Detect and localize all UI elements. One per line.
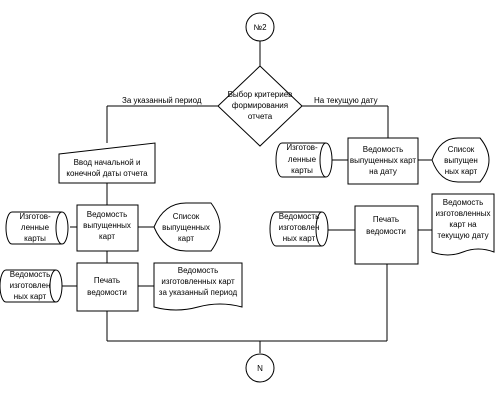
branch-label-current-date: На текущую дату bbox=[314, 96, 378, 105]
right-store-made-cards: Изготов- ленные карты bbox=[275, 142, 333, 178]
left-store1-line-3: карты bbox=[24, 234, 46, 243]
decision-line-1: Выбор критериев bbox=[228, 90, 293, 99]
right-document-line-3: карт на bbox=[449, 220, 477, 229]
right-document-statement-current: Ведомость изготовленных карт на текущую … bbox=[431, 193, 495, 256]
left-process-issued-cards: Ведомость выпущенных карт bbox=[76, 204, 139, 252]
left-store1-line-2: ленные bbox=[21, 223, 50, 232]
left-document-line-2: изготовленных карт bbox=[161, 277, 235, 286]
left-store1-line-1: Изготов- bbox=[19, 212, 51, 221]
left-store2-line-2: выпущенных bbox=[162, 223, 210, 232]
left-document-line-3: за указанный период bbox=[159, 288, 238, 297]
right-process1-line-3: на дату bbox=[369, 167, 397, 176]
left-document-statement-period: Ведомость изготовленных карт за указанны… bbox=[153, 262, 243, 311]
right-display-issued-list: Список выпущен ных карт bbox=[431, 137, 490, 183]
connector-bottom: N bbox=[245, 353, 275, 383]
connector-top-label: №2 bbox=[253, 23, 267, 32]
manual-input-dates: Ввод начальной и конечной даты отчета bbox=[58, 142, 156, 184]
left-store2-line-3: карт bbox=[178, 234, 194, 243]
right-document-line-4: текущую дату bbox=[437, 231, 488, 240]
right-store1-line-3: карты bbox=[291, 166, 313, 175]
decision-line-3: отчета bbox=[248, 112, 273, 121]
flow-lines bbox=[62, 41, 432, 353]
right-process1-line-1: Ведомость bbox=[363, 145, 404, 154]
right-process-print: Печать ведомости bbox=[354, 205, 419, 265]
left-store3-line-1: Ведомость bbox=[10, 270, 51, 279]
connector-bottom-label: N bbox=[257, 364, 263, 373]
left-process2-line-1: Печать bbox=[94, 276, 120, 285]
left-store3-line-2: изготовлен bbox=[10, 281, 51, 290]
right-document-line-2: изготовленных bbox=[436, 209, 491, 218]
left-process1-line-3: карт bbox=[99, 232, 115, 241]
right-store3-line-3: ных карт bbox=[283, 234, 316, 243]
right-process2-line-1: Печать bbox=[373, 215, 399, 224]
left-process-print: Печать ведомости bbox=[76, 262, 139, 312]
left-process2-line-2: ведомости bbox=[87, 288, 127, 297]
left-store-made-cards: Изготов- ленные карты bbox=[5, 211, 69, 245]
left-store2-line-1: Список bbox=[173, 212, 200, 221]
decision-line-2: формирования bbox=[232, 101, 288, 110]
right-process1-line-2: выпущенных карт bbox=[350, 156, 416, 165]
right-store-statement: Ведомость изготовлен ных карт bbox=[269, 211, 329, 247]
left-process1-line-1: Ведомость bbox=[87, 210, 128, 219]
left-store3-line-3: ных карт bbox=[14, 292, 47, 301]
right-store1-line-2: ленные bbox=[288, 155, 317, 164]
right-store2-line-3: ных карт bbox=[445, 167, 478, 176]
manual-input-line-2: конечной даты отчета bbox=[66, 169, 148, 178]
right-store2-line-2: выпущен bbox=[444, 156, 478, 165]
right-process-issued-cards: Ведомость выпущенных карт на дату bbox=[347, 137, 419, 185]
connector-top: №2 bbox=[245, 12, 275, 42]
manual-input-line-1: Ввод начальной и bbox=[74, 158, 141, 167]
left-process1-line-2: выпущенных bbox=[83, 221, 131, 230]
right-process2-line-2: ведомости bbox=[366, 227, 406, 236]
left-display-issued-list: Список выпущенных карт bbox=[153, 202, 221, 252]
branch-label-period: За указанный период bbox=[122, 96, 202, 105]
right-store2-line-1: Список bbox=[448, 145, 475, 154]
decision-criteria: Выбор критериев формирования отчета bbox=[217, 65, 303, 147]
right-document-line-1: Ведомость bbox=[443, 198, 484, 207]
left-document-line-1: Ведомость bbox=[178, 266, 219, 275]
right-store1-line-1: Изготов- bbox=[286, 143, 318, 152]
right-store3-line-1: Ведомость bbox=[279, 212, 320, 221]
left-store-statement: Ведомость изготовлен ных карт bbox=[0, 269, 63, 303]
right-store3-line-2: изготовлен bbox=[279, 223, 320, 232]
